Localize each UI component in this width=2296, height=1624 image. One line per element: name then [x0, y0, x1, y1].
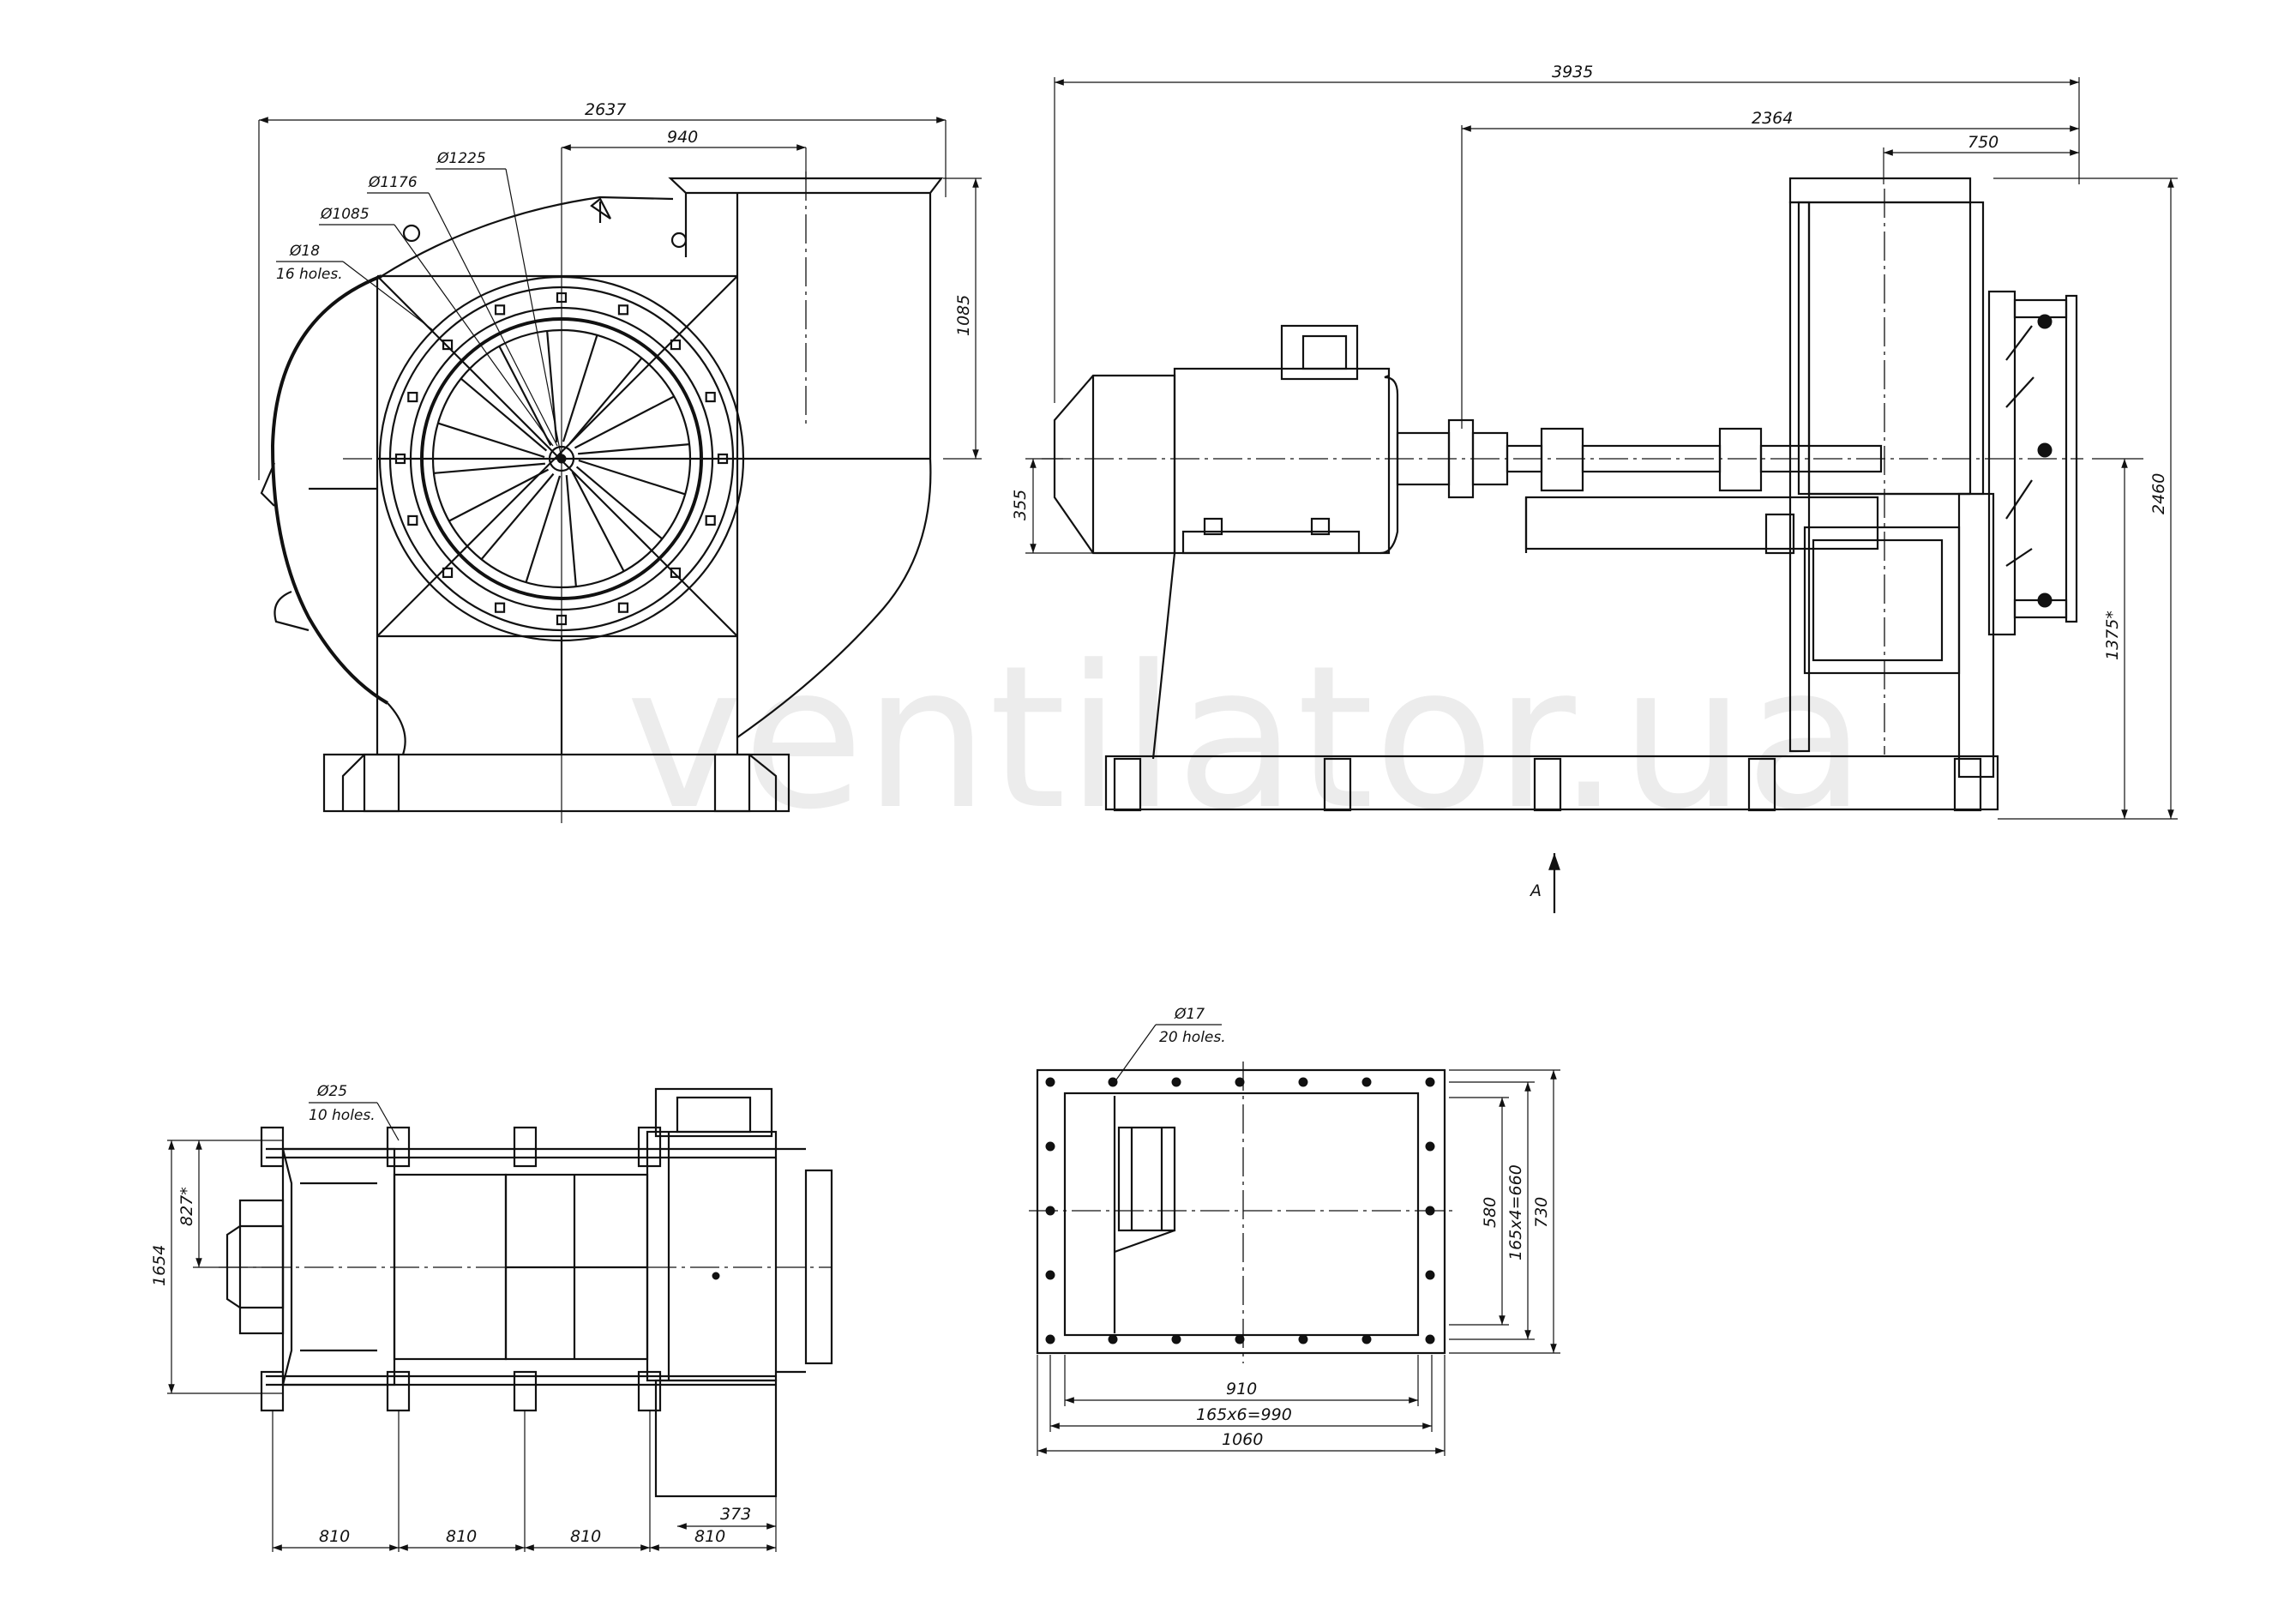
pitch-1-dim: 810: [319, 1527, 350, 1546]
flange-bolt-hole: [1171, 1334, 1181, 1344]
shaft-height-dim: 355: [1011, 490, 1030, 520]
mounting-hole: [617, 602, 629, 613]
impeller-blade: [525, 475, 562, 583]
watermark: ventilator.ua: [626, 624, 1866, 853]
outlet-width-dim: 750: [1968, 133, 1998, 152]
flange-bolt-hole: [1108, 1077, 1118, 1087]
flange-outer-height: 730: [1532, 1197, 1551, 1228]
impeller-blade: [480, 472, 555, 561]
impeller-blade: [578, 443, 690, 455]
flange-bolt-hole: [1235, 1334, 1245, 1344]
impeller-blade: [578, 459, 686, 496]
dia-1225-label: Ø1225: [436, 150, 486, 167]
flange-bolt-pitch-x: 165x6=990: [1196, 1405, 1292, 1424]
mounting-hole: [442, 339, 454, 351]
flange-bolt-hole: [1108, 1334, 1118, 1344]
mounting-hole: [705, 391, 716, 403]
hole-count-label: 16 holes.: [276, 266, 343, 283]
flange-bolt-hole: [1045, 1334, 1055, 1344]
hole-dia-label: Ø18: [289, 243, 320, 260]
dia-1085-label: Ø1085: [320, 206, 370, 223]
mounting-hole: [717, 453, 729, 465]
flange-bolt-hole: [1235, 1077, 1245, 1087]
flange-bolt-hole: [1298, 1334, 1308, 1344]
mounting-hole: [670, 567, 682, 579]
impeller-blade: [571, 471, 625, 572]
view-marker-a: A: [1529, 881, 1542, 900]
span-1654-dim: 1654: [150, 1245, 169, 1286]
mounting-hole: [617, 304, 629, 316]
pitch-4-dim: 810: [694, 1527, 725, 1546]
impeller-blade: [565, 475, 577, 587]
front-view: 2637 940 1085: [258, 100, 982, 823]
impeller-blade: [562, 334, 598, 442]
impeller-blade: [498, 346, 552, 447]
mounting-hole: [705, 514, 716, 526]
overall-height-dim: 2460: [2149, 473, 2168, 514]
flange-bolt-hole: [1298, 1077, 1308, 1087]
flange-bolt-hole: [1171, 1077, 1181, 1087]
flange-bolt-hole: [1425, 1141, 1435, 1152]
plan-view: 1654 827* Ø25 10 holes.: [150, 1083, 833, 1552]
flange-inner-height: 580: [1481, 1197, 1500, 1228]
plan-outlet-offset: 373: [720, 1505, 751, 1524]
mounting-hole: [494, 602, 506, 613]
plan-hole-count: 10 holes.: [309, 1107, 376, 1124]
outlet-offset-dim: 940: [667, 128, 698, 147]
mounting-hole: [407, 514, 418, 526]
mounting-hole: [442, 567, 454, 579]
pitch-2-dim: 810: [446, 1527, 477, 1546]
span-827-dim: 827*: [177, 1187, 196, 1226]
side-view: 3935 2364 750 355 2460 1375*: [1011, 63, 2178, 913]
flange-bolt-hole: [1425, 1334, 1435, 1344]
axis-height-dim: 1375*: [2103, 611, 2122, 660]
impeller-blade: [568, 357, 643, 445]
impeller-blade: [433, 462, 545, 474]
dia-1176-label: Ø1176: [368, 174, 418, 191]
impeller-blade: [437, 422, 545, 459]
flange-hole-count: 20 holes.: [1159, 1029, 1226, 1046]
impeller-blade: [575, 466, 664, 540]
flange-bolt-hole: [1425, 1270, 1435, 1280]
flange-bolt-pitch-y: 165x4=660: [1506, 1164, 1525, 1260]
flange-bolt-hole: [1425, 1077, 1435, 1087]
mounting-hole: [556, 292, 568, 304]
flange-hole-dia: Ø17: [1174, 1006, 1205, 1023]
outlet-height-dim: 1085: [954, 295, 973, 336]
flange-view: Ø17 20 holes. 910 165x6=990 1060 580 165…: [1029, 1006, 1560, 1456]
plan-hole-dia: Ø25: [316, 1083, 347, 1100]
mounting-hole: [670, 339, 682, 351]
flange-bolt-hole: [1361, 1077, 1372, 1087]
impeller-blade: [460, 377, 548, 452]
flange-bolt-hole: [1361, 1334, 1372, 1344]
flange-bolt-hole: [1045, 1077, 1055, 1087]
impeller-blade: [448, 468, 550, 522]
overall-length-dim: 3935: [1552, 63, 1593, 81]
flange-bolt-hole: [1045, 1141, 1055, 1152]
mounting-hole: [556, 614, 568, 626]
flange-bolt-hole: [1045, 1270, 1055, 1280]
flange-inner-width: 910: [1226, 1380, 1257, 1398]
mounting-hole: [407, 391, 418, 403]
motor-to-outlet-dim: 2364: [1752, 109, 1793, 128]
front-width-dim: 2637: [585, 100, 626, 119]
flange-outer-width: 1060: [1222, 1430, 1263, 1449]
impeller-blade: [574, 395, 675, 449]
pitch-3-dim: 810: [570, 1527, 601, 1546]
mounting-hole: [494, 304, 506, 316]
